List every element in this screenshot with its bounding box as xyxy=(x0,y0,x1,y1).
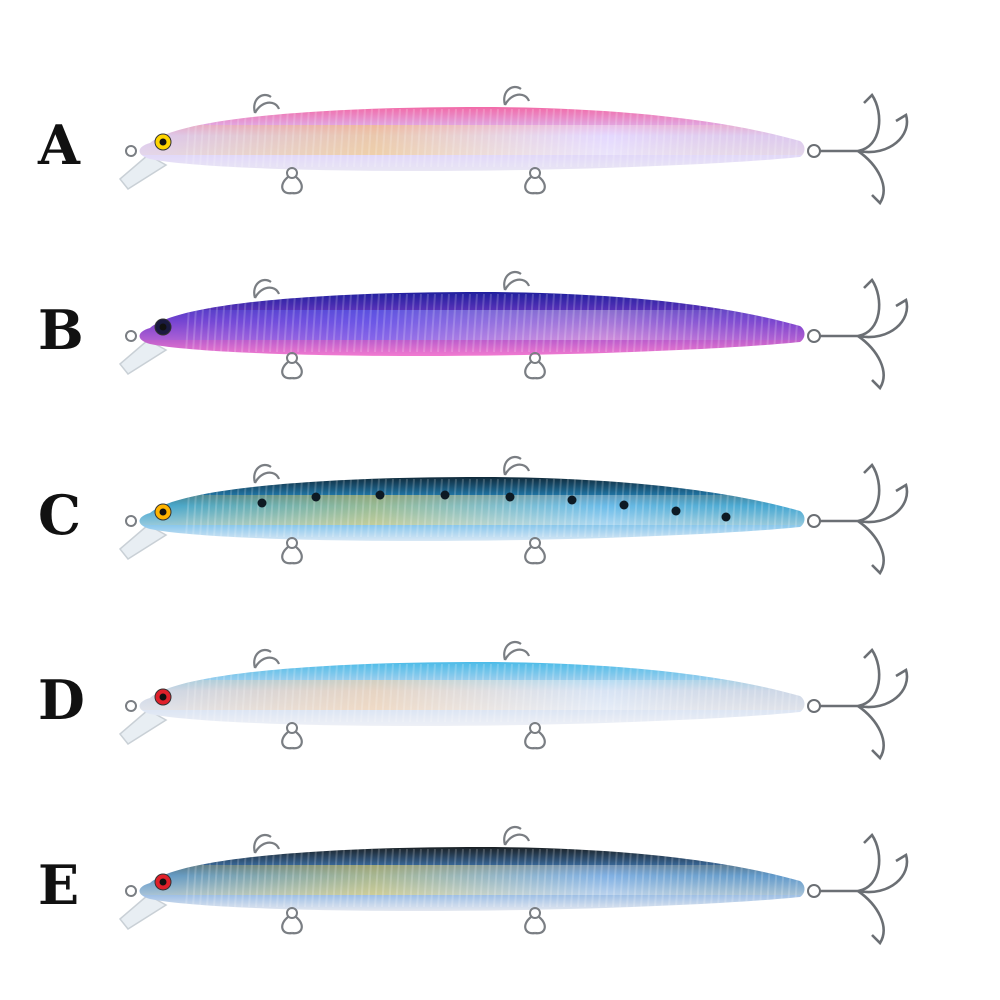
lure-lip xyxy=(118,709,168,745)
line-tie xyxy=(125,700,137,712)
hook-point xyxy=(253,278,281,299)
lure-scale-pattern xyxy=(140,293,805,353)
lure-row: D xyxy=(0,610,1000,790)
lure-row: C xyxy=(0,425,1000,605)
belly-hook xyxy=(281,537,303,565)
lure-illustration xyxy=(118,640,909,761)
belly-hook xyxy=(281,167,303,195)
belly-hook xyxy=(524,722,546,750)
lure-label: C xyxy=(38,483,81,547)
tail-treble-hook xyxy=(807,647,909,761)
hook-point xyxy=(503,455,531,476)
line-tie xyxy=(125,145,137,157)
hook-point xyxy=(503,825,531,846)
belly-hook xyxy=(524,537,546,565)
lure-illustration xyxy=(118,85,909,206)
lure-scale-pattern xyxy=(140,108,805,168)
lure-lip xyxy=(118,339,168,375)
lure-illustration xyxy=(118,825,909,946)
lure-illustration xyxy=(118,455,909,576)
lure-scale-pattern xyxy=(140,663,805,723)
tail-treble-hook xyxy=(807,832,909,946)
lure-lip xyxy=(118,154,168,190)
line-tie xyxy=(125,515,137,527)
lure-row: B xyxy=(0,240,1000,420)
belly-hook xyxy=(281,722,303,750)
lure-spots xyxy=(257,490,731,522)
lure-lip xyxy=(118,524,168,560)
lure-lip xyxy=(118,894,168,930)
lure-row: A xyxy=(0,55,1000,235)
tail-treble-hook xyxy=(807,92,909,206)
hook-point xyxy=(253,463,281,484)
lure-label: E xyxy=(38,853,80,917)
tail-treble-hook xyxy=(807,462,909,576)
belly-hook xyxy=(524,907,546,935)
hook-point xyxy=(503,85,531,106)
belly-hook xyxy=(524,352,546,380)
hook-point xyxy=(253,833,281,854)
hook-point xyxy=(503,640,531,661)
hook-point xyxy=(503,270,531,291)
belly-hook xyxy=(524,167,546,195)
lure-label: D xyxy=(38,668,85,732)
lure-illustration xyxy=(118,270,909,391)
tail-treble-hook xyxy=(807,277,909,391)
lure-label: A xyxy=(38,113,80,177)
lure-row: E xyxy=(0,795,1000,975)
hook-point xyxy=(253,648,281,669)
lure-label: B xyxy=(38,298,84,362)
line-tie xyxy=(125,885,137,897)
hook-point xyxy=(253,93,281,114)
belly-hook xyxy=(281,907,303,935)
belly-hook xyxy=(281,352,303,380)
line-tie xyxy=(125,330,137,342)
